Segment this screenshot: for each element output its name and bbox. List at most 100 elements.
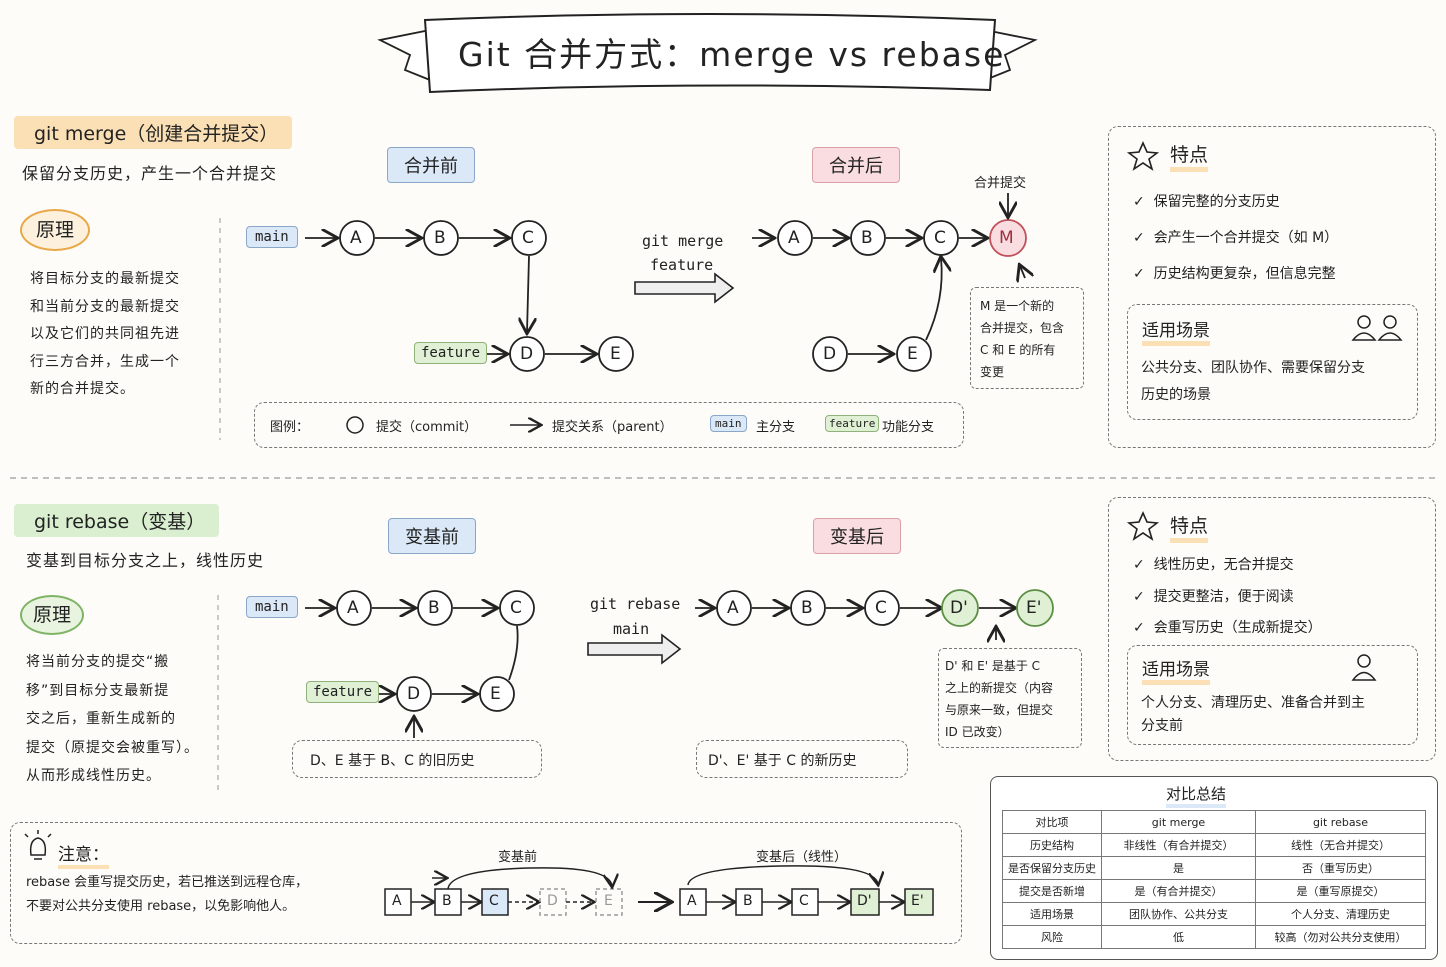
merge-note-box (970, 287, 1084, 389)
table-row: 历史结构 非线性（有合并提交） 线性（无合并提交） (1002, 833, 1426, 857)
merge-scenario-text: 公共分支、团队协作、需要保留分支 历史的场景 (1141, 360, 1365, 403)
merge-after-label: 合并后 (812, 147, 900, 183)
rebase-subtitle: 变基到目标分支之上，线性历史 (26, 551, 265, 570)
commit-label: B (861, 228, 873, 248)
mini-box-label: A (687, 893, 697, 909)
people-icon (1351, 315, 1403, 341)
rebased-commit-node (941, 589, 979, 627)
commit-node (499, 590, 535, 626)
rebase-note-box (938, 648, 1082, 748)
commit-label: D (407, 684, 421, 704)
merge-features-panel (1108, 126, 1436, 448)
commit-label: E (610, 344, 621, 364)
commit-label: C (934, 228, 946, 248)
mini-box-label: E (604, 893, 613, 909)
rebased-commit-node (1016, 589, 1054, 627)
table-row: 提交是否新增 是（有合并提交） 是（重写原提交） (1002, 879, 1426, 903)
commit-node (336, 590, 372, 626)
check-icon: ✓ (1133, 620, 1154, 636)
commit-node (339, 220, 375, 256)
branch-feature-badge: feature (306, 681, 380, 703)
merge-commit-caption: 合并提交 (974, 176, 1027, 191)
rebase-command-line2: main (613, 620, 650, 638)
merge-features-list: ✓ 保留完整的分支历史 ✓ 会产生一个合并提交（如 M） ✓ 历史结构更复杂，但… (1133, 184, 1338, 292)
commit-label: C (875, 598, 887, 618)
summary-title: 对比总结 (1166, 783, 1227, 808)
rebase-scenario-box (1127, 645, 1418, 745)
commit-label: B (428, 598, 440, 618)
merge-before-label: 合并前 (387, 147, 475, 183)
person-icon (1351, 654, 1377, 681)
merge-command-line2: feature (650, 256, 714, 274)
commit-label: C (522, 228, 534, 248)
mini-box-label: E' (911, 893, 924, 909)
mini-box-label: C (489, 893, 499, 909)
notice-box (10, 822, 962, 944)
merge-subtitle: 保留分支历史，产生一个合并提交 (22, 164, 278, 183)
merge-scenario-box (1127, 304, 1418, 420)
rebase-after-graph (695, 589, 1054, 640)
legend-feature-badge: feature (825, 415, 880, 432)
notice-after-label: 变基后（线性） (756, 850, 848, 865)
commit-node (896, 336, 932, 372)
title-banner (377, 13, 1038, 94)
commit-label: D (823, 344, 837, 364)
rebase-command-line1: git rebase (590, 595, 681, 613)
mini-box-label: A (392, 893, 402, 909)
rebase-before-graph (305, 590, 535, 738)
legend-main-text: 主分支 (756, 420, 796, 435)
merge-scenario-title: 适用场景 (1142, 316, 1210, 346)
commit-node (396, 676, 432, 712)
commit-label: A (788, 228, 800, 248)
check-icon: ✓ (1133, 588, 1154, 605)
rebase-after-note: D'、E' 基于 C 的新历史 (708, 753, 857, 769)
commit-label: A (727, 598, 739, 618)
merge-commit-node (989, 219, 1027, 257)
commit-node (417, 590, 453, 626)
commit-node (511, 220, 547, 256)
rebase-heading: git rebase（变基） (14, 504, 220, 537)
rebase-features-panel (1108, 497, 1436, 761)
mini-box-label: D' (857, 893, 872, 909)
table-row: 风险 低 较高（勿对公共分支使用） (1002, 925, 1426, 949)
commit-node (864, 590, 900, 626)
commit-node (598, 336, 634, 372)
feature-item: ✓ 线性历史，无合并提交 (1133, 557, 1294, 573)
commit-label: A (350, 228, 362, 248)
commit-node (509, 336, 545, 372)
commit-label: E (490, 684, 501, 704)
legend-main-badge: main (710, 415, 747, 432)
merge-after-graph (752, 193, 1027, 372)
rebase-before-label: 变基前 (388, 518, 476, 554)
mini-box-label: C (799, 893, 809, 909)
mini-box-label: B (442, 893, 452, 909)
commit-node (716, 590, 752, 626)
commit-label: D (520, 344, 534, 364)
commit-node (479, 676, 515, 712)
feature-item: ✓ 会产生一个合并提交（如 M） (1133, 230, 1339, 246)
commit-node (777, 220, 813, 256)
table-row: 适用场景 团队协作、公共分支 个人分支、清理历史 (1002, 902, 1426, 926)
legend-commit-text: 提交（commit） (376, 420, 478, 435)
feature-item: ✓ 历史结构更复杂，但信息完整 (1133, 266, 1336, 282)
rebase-features-list: ✓ 线性历史，无合并提交 ✓ 提交更整洁，便于阅读 ✓ 会重写历史（生成新提交） (1133, 550, 1322, 645)
merge-command-arrow (634, 272, 735, 304)
rebase-before-note-box (292, 740, 542, 778)
commit-label: B (801, 598, 813, 618)
mini-box-label: B (743, 893, 753, 909)
rebase-features-title: 特点 (1170, 511, 1209, 543)
check-icon: ✓ (1133, 194, 1154, 210)
rebase-scenario-title: 适用场景 (1142, 655, 1210, 685)
branch-main-badge: main (246, 596, 298, 618)
branch-feature-badge: feature (414, 342, 488, 364)
rebased-commit-label: E' (1026, 598, 1042, 618)
rebased-commit-label: D' (950, 598, 968, 618)
notice-text: rebase 会重写提交历史，若已推送到远程仓库， 不要对公共分支使用 reba… (26, 875, 309, 914)
commit-node (790, 590, 826, 626)
commit-node (423, 220, 459, 256)
commit-node (812, 336, 848, 372)
commit-label: C (510, 598, 522, 618)
commit-label: B (434, 228, 446, 248)
merge-commit-label: M (999, 228, 1014, 248)
legend-label: 图例： (270, 420, 310, 435)
